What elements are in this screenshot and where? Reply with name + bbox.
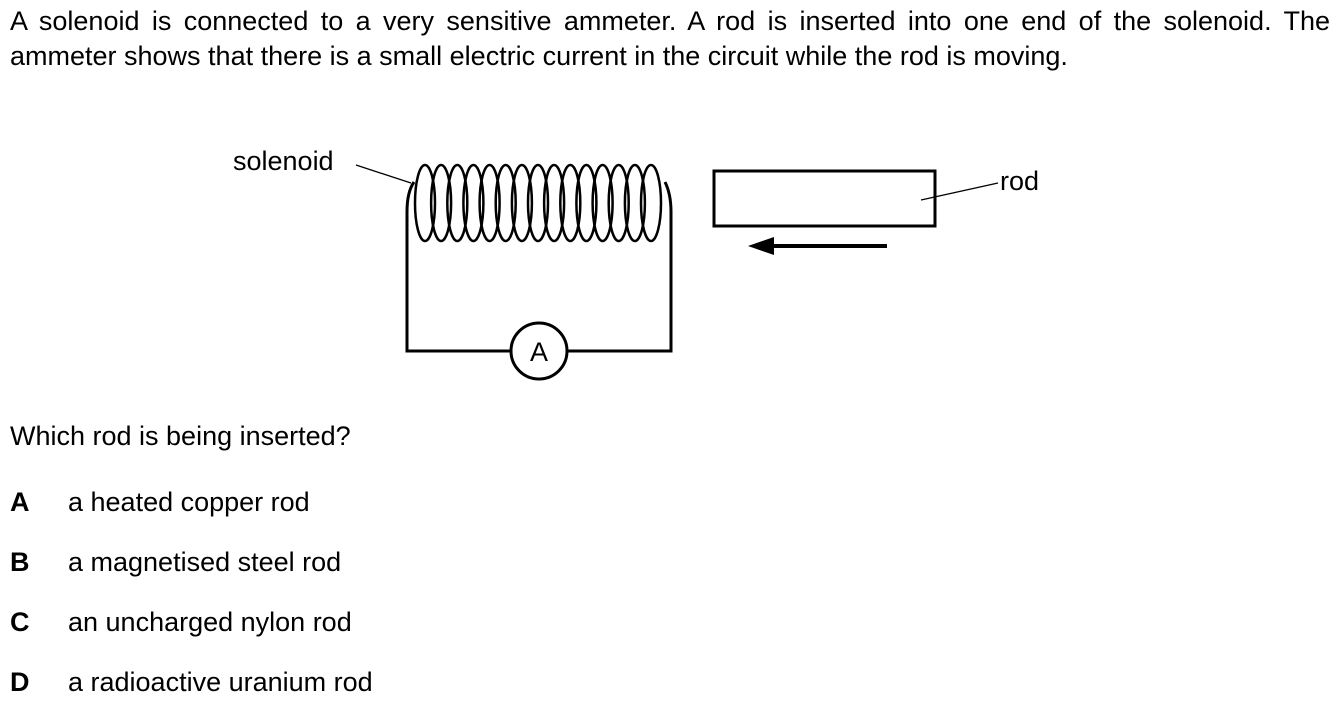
- coil-loop: [526, 163, 550, 243]
- coil-loop: [446, 163, 469, 243]
- option-a[interactable]: A a heated copper rod: [10, 486, 310, 518]
- ammeter: A: [509, 321, 569, 381]
- option-d-letter: D: [10, 667, 30, 697]
- coil-loop: [591, 163, 614, 243]
- option-d[interactable]: D a radioactive uranium rod: [10, 666, 373, 698]
- ammeter-symbol: A: [530, 337, 548, 367]
- option-b-letter: B: [10, 547, 30, 577]
- coil-loop: [639, 163, 663, 243]
- solenoid-leader-line: [355, 164, 412, 184]
- solenoid-coil: [413, 163, 663, 243]
- coil-loop: [494, 163, 517, 243]
- coil-loop: [623, 163, 647, 243]
- rod-leader-line: [920, 182, 999, 201]
- option-a-text: a heated copper rod: [68, 487, 310, 517]
- option-c-text: an uncharged nylon rod: [68, 607, 352, 637]
- option-c-letter: C: [10, 607, 30, 637]
- coil-loop: [542, 163, 566, 243]
- option-b[interactable]: B a magnetised steel rod: [10, 546, 341, 578]
- coil-loop: [413, 163, 437, 243]
- coil-loop: [462, 163, 485, 243]
- rod: [712, 169, 937, 228]
- arrow-left-icon: [748, 237, 887, 255]
- coil-loop: [559, 163, 582, 243]
- coil-loop: [607, 163, 630, 243]
- option-c[interactable]: C an uncharged nylon rod: [10, 606, 352, 638]
- ammeter-circle: [509, 321, 569, 381]
- option-a-letter: A: [10, 487, 30, 517]
- circuit-wires: [405, 181, 673, 353]
- question-prompt: Which rod is being inserted?: [10, 421, 351, 451]
- option-b-text: a magnetised steel rod: [68, 547, 342, 577]
- question-stem: A solenoid is connected to a very sensit…: [10, 6, 1330, 71]
- coil-loop: [478, 163, 501, 243]
- coil-loop: [429, 163, 453, 243]
- option-d-text: a radioactive uranium rod: [68, 667, 373, 697]
- coil-loop: [510, 163, 534, 243]
- coil-loop: [575, 163, 598, 243]
- rod-label: rod: [1000, 166, 1039, 196]
- solenoid-label: solenoid: [233, 146, 334, 176]
